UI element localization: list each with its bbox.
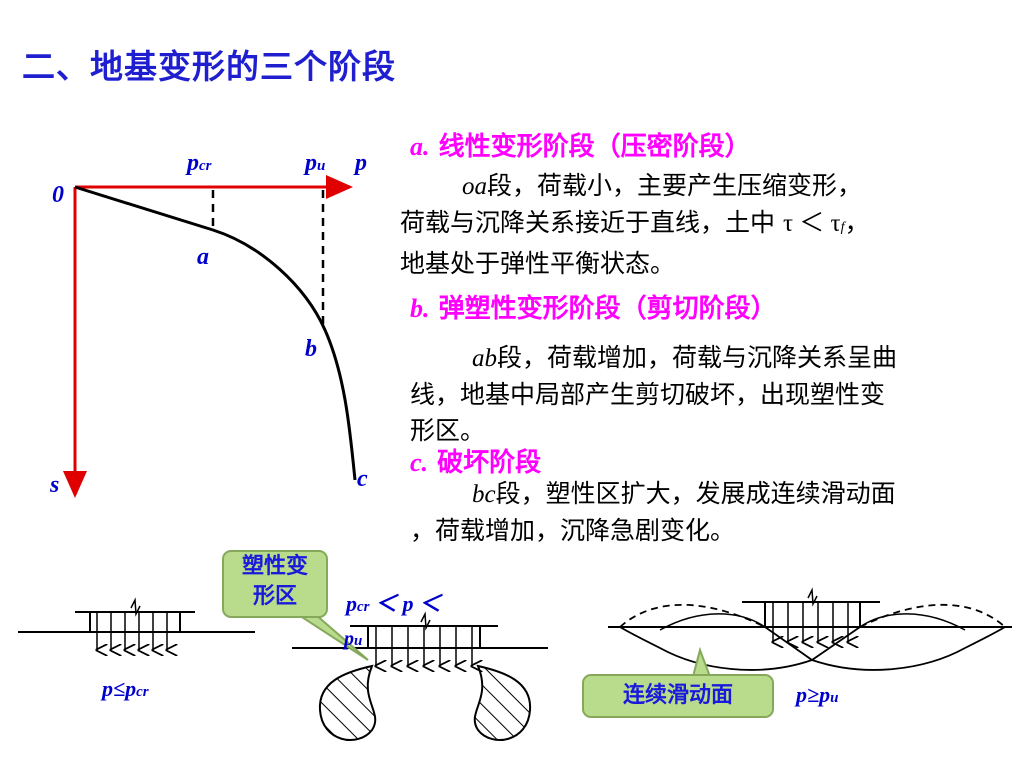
diagram3-label: p≥pu bbox=[796, 682, 839, 707]
load-settlement-curve bbox=[74, 185, 357, 481]
diagram-elastic-stage bbox=[18, 597, 255, 650]
pcr-label: pcr bbox=[187, 150, 212, 176]
s-axis-label: s bbox=[50, 472, 60, 498]
point-c-label: c bbox=[357, 466, 368, 492]
stage-a-text: oa段，荷载小，主要产生压缩变形， 荷载与沉降关系接近于直线，土中 τ ＜ τf… bbox=[400, 171, 870, 278]
diagram-failure-stage bbox=[608, 587, 1012, 690]
page-title: 二、地基变形的三个阶段 bbox=[22, 47, 396, 86]
point-a-label: a bbox=[197, 244, 209, 270]
stage-c-heading: c. 破坏阶段 bbox=[410, 448, 542, 478]
load-settlement-graph bbox=[63, 175, 357, 498]
stage-c-text: bc段，塑性区扩大，发展成连续滑动面 ，荷载增加，沉降急剧变化。 bbox=[410, 479, 896, 545]
callout-slip-surface: 连续滑动面 bbox=[582, 674, 774, 718]
diagram-plastic-stage bbox=[284, 607, 548, 741]
plastic-zone-right bbox=[473, 664, 532, 741]
stage-b-text: ab段，荷载增加，荷载与沉降关系呈曲 线，地基中局部产生剪切破坏，出现塑性变 形… bbox=[410, 343, 898, 445]
callout-plastic-zone: 塑性变 形区 bbox=[222, 550, 328, 618]
diagram2-label-pu: pu bbox=[344, 628, 363, 650]
foundation-diagrams bbox=[18, 587, 1012, 741]
plastic-zone-left bbox=[318, 664, 377, 741]
diagram1-label: p≤pcr bbox=[102, 676, 149, 701]
origin-label: 0 bbox=[52, 182, 64, 208]
stage-b-heading: b. 弹塑性变形阶段（剪切阶段） bbox=[410, 294, 777, 324]
stage-a-heading: a. 线性变形阶段（压密阶段） bbox=[410, 132, 751, 162]
diagram2-label: pcr ＜ p ＜ bbox=[346, 591, 442, 616]
p-axis-label: p bbox=[355, 150, 367, 176]
pu-label: pu bbox=[305, 150, 326, 176]
point-b-label: b bbox=[305, 336, 317, 362]
